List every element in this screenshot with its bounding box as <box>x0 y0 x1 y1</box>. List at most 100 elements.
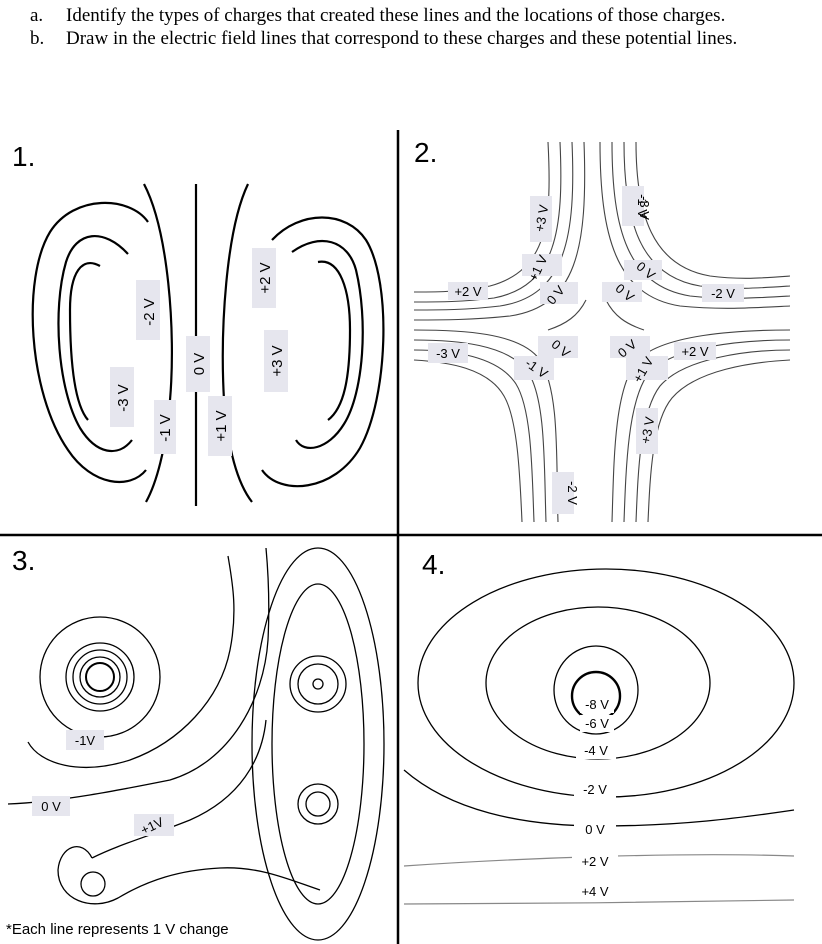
equipotential-line <box>297 663 339 705</box>
voltage-label: -1 V <box>635 194 650 218</box>
voltage-label: +2 V <box>257 262 274 293</box>
equipotential-line <box>305 791 331 817</box>
instruction-a: a. Identify the types of charges that cr… <box>30 4 810 27</box>
panel-3: 3. <box>7 545 385 941</box>
equipotential-line <box>413 141 550 293</box>
equipotential-line <box>417 568 795 798</box>
panel-4-labels: -8 V -6 V -4 V -2 V 0 V +2 V +4 V <box>572 696 618 900</box>
equipotential-line <box>413 141 574 311</box>
equipotential-line <box>80 871 106 897</box>
label-tag <box>540 282 578 304</box>
equipotential-line <box>261 216 385 488</box>
equipotential-line <box>635 349 791 523</box>
voltage-label: -8 V <box>585 697 609 712</box>
instructions: a. Identify the types of charges that cr… <box>30 4 810 50</box>
panel-1-labels: -3 V -2 V -1 V 0 V +1 V +2 V +3 V <box>110 248 288 456</box>
label-tag <box>576 741 616 759</box>
label-tag <box>428 343 468 363</box>
equipotential-line <box>403 899 795 905</box>
label-tag <box>626 356 668 380</box>
label-tag <box>186 336 210 392</box>
equipotential-line <box>39 616 161 738</box>
instruction-text: Draw in the electric field lines that co… <box>66 28 738 49</box>
voltage-label: -1V <box>75 733 96 748</box>
label-tag <box>154 400 176 454</box>
panel-1: 1. <box>12 141 385 506</box>
instruction-letter: a. <box>30 5 44 26</box>
label-tag <box>136 280 160 340</box>
label-tag <box>572 852 618 870</box>
label-tag <box>32 796 70 816</box>
label-tag <box>252 248 276 308</box>
equipotential-line <box>289 655 347 713</box>
label-tag <box>538 336 578 358</box>
instruction-letter: b. <box>30 28 45 49</box>
equipotential-line <box>57 846 321 905</box>
voltage-label: +2 V <box>681 344 708 359</box>
equipotential-line <box>413 141 562 303</box>
voltage-label: -2 V <box>583 782 607 797</box>
panel-2: 2. <box>413 137 791 523</box>
voltage-label: +3 V <box>269 345 286 376</box>
footnote: *Each line represents 1 V change <box>6 921 229 938</box>
label-tag <box>622 186 644 226</box>
panel-3-labels: -1V 0 V +1V *Each line represents 1 V ch… <box>6 730 229 938</box>
panel-3-number: 3. <box>12 545 35 576</box>
voltage-label: +2 V <box>454 284 481 299</box>
label-tag <box>448 282 488 300</box>
label-tag <box>552 472 574 514</box>
equipotential-line <box>553 645 639 735</box>
instruction-b: b. Draw in the electric field lines that… <box>30 27 810 50</box>
voltage-label: 0 V <box>585 822 605 837</box>
instruction-text: Identify the types of charges that creat… <box>66 5 726 26</box>
voltage-label: -4 V <box>584 743 608 758</box>
equipotential-line <box>57 235 133 453</box>
charge-dot <box>312 678 324 690</box>
label-tag <box>624 260 662 280</box>
equipotential-line <box>31 201 149 484</box>
voltage-label: -2 V <box>565 481 580 505</box>
equipotential-line <box>647 359 791 523</box>
voltage-label: -3 V <box>436 346 460 361</box>
voltage-label: 0 V <box>191 353 208 376</box>
label-tag <box>702 284 744 302</box>
equipotential-line <box>605 299 645 331</box>
equipotential-line <box>317 260 352 421</box>
equipotential-line <box>291 239 364 449</box>
voltage-label: 0 V <box>41 799 61 814</box>
label-tag <box>110 367 134 427</box>
label-tag <box>580 715 614 732</box>
voltage-label: +1 V <box>213 410 230 441</box>
panel-2-number: 2. <box>414 137 437 168</box>
equipotential-line <box>297 783 339 825</box>
equipotential-line <box>91 719 267 859</box>
panel-4-number: 4. <box>422 549 445 580</box>
equipotential-line <box>611 141 791 299</box>
label-tag <box>572 882 618 900</box>
equipotential-line <box>143 183 174 503</box>
equipotential-line <box>635 141 791 279</box>
equipotential-line <box>68 262 101 421</box>
label-tag <box>602 282 642 302</box>
equipotential-line <box>7 547 270 805</box>
label-tag <box>514 356 554 380</box>
equipotential-line <box>547 299 587 331</box>
voltage-label: -2 V <box>141 298 158 326</box>
label-tag <box>574 780 616 798</box>
voltage-label: -3 V <box>115 384 132 412</box>
label-tag <box>530 196 552 242</box>
voltage-label: -2 V <box>711 286 735 301</box>
voltage-label: +4 V <box>581 884 608 899</box>
voltage-label: +3 V <box>532 203 552 233</box>
equipotential-line <box>413 359 523 523</box>
voltage-label: +3 V <box>638 415 658 445</box>
equipotential-line <box>599 141 791 309</box>
label-tag <box>134 814 174 836</box>
equipotential-line <box>413 141 586 321</box>
equipotential-line <box>72 649 128 705</box>
voltage-label: -3 V <box>637 196 652 220</box>
label-tag <box>636 408 658 454</box>
equipotential-line <box>221 183 253 503</box>
label-tag <box>208 396 232 456</box>
